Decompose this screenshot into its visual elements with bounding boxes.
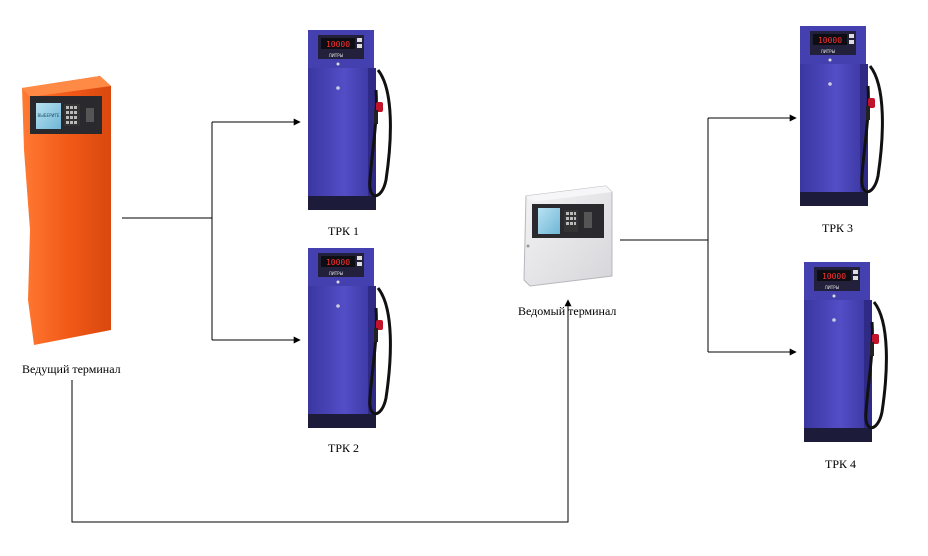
master-terminal-label: Ведущий терминал	[22, 362, 121, 376]
pump-1-image	[306, 28, 392, 212]
connectors	[71, 114, 797, 523]
pump-4-image	[802, 260, 888, 444]
slave-terminal-image	[523, 185, 613, 287]
pump-3-label: ТРК 3	[822, 221, 854, 235]
master-terminal-image: ВЫБЕРИТЕ	[22, 76, 111, 345]
pump-1-label: ТРК 1	[328, 224, 360, 238]
svg-text:ВЫБЕРИТЕ: ВЫБЕРИТЕ	[38, 113, 60, 118]
connector-master-to-slave	[71, 299, 572, 523]
pump-4-label: ТРК 4	[825, 457, 857, 471]
pump-2-label: ТРК 2	[328, 441, 360, 455]
slave-terminal-label: Ведомый терминал	[518, 304, 617, 318]
pump-3-image	[798, 24, 884, 208]
pump-2-image	[306, 246, 392, 430]
